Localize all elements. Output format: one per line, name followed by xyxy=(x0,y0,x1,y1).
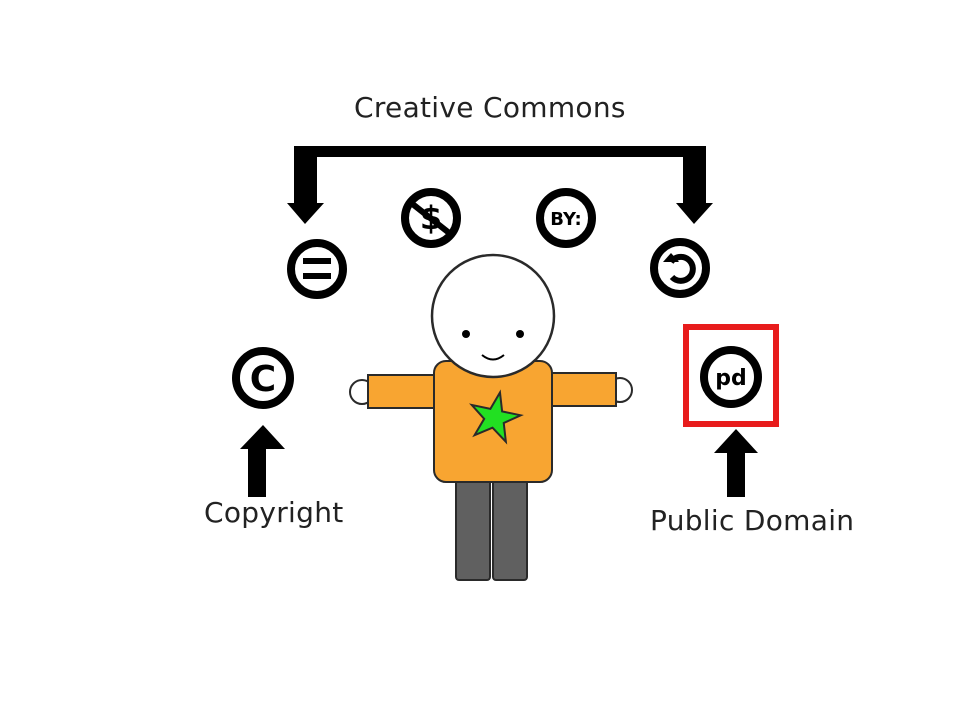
left-eye xyxy=(462,330,470,338)
creative-commons-label: Creative Commons xyxy=(354,91,626,124)
smile xyxy=(481,354,505,361)
public-domain-highlight-box xyxy=(683,324,779,427)
copyright-icon: C xyxy=(232,347,294,409)
non-commercial-icon: $ xyxy=(401,188,461,248)
right-eye xyxy=(516,330,524,338)
by-glyph: BY: xyxy=(550,209,581,230)
copyright-label: Copyright xyxy=(204,496,344,529)
character-figure xyxy=(349,253,633,581)
share-alike-icon xyxy=(650,238,710,298)
creative-commons-bracket-arrow xyxy=(287,146,713,224)
public-domain-icon: pd xyxy=(700,346,762,408)
pd-glyph: pd xyxy=(715,366,747,391)
public-domain-arrow xyxy=(714,429,758,497)
copyright-arrow xyxy=(240,425,285,497)
head xyxy=(430,253,556,379)
right-leg xyxy=(492,479,528,581)
attribution-icon: BY: xyxy=(536,188,596,248)
left-leg xyxy=(455,479,491,581)
no-derivatives-icon xyxy=(287,239,347,299)
public-domain-label: Public Domain xyxy=(650,504,855,537)
copyright-glyph: C xyxy=(250,359,276,400)
star-emblem xyxy=(469,389,524,445)
